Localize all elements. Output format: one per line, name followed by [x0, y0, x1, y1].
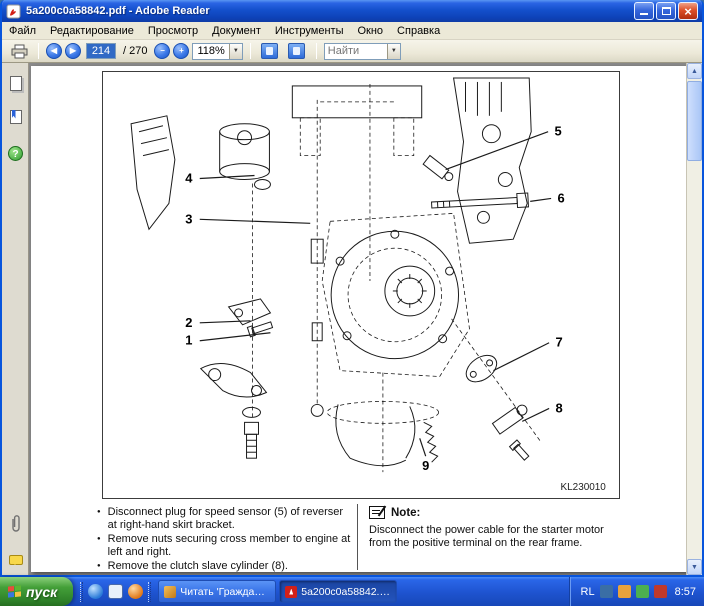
zoom-out-button[interactable]: − [154, 43, 171, 59]
toolbar-drag-handle[interactable] [148, 581, 152, 602]
page-number-input[interactable]: 214 [86, 43, 116, 59]
single-page-view-button[interactable] [258, 41, 282, 61]
book-app-icon [164, 585, 177, 598]
quick-launch-bar [73, 581, 158, 602]
single-page-icon [261, 43, 279, 59]
taskbar-task-reader[interactable]: Читать 'Гражданск... [158, 580, 277, 603]
comment-bubble-icon [8, 554, 23, 565]
pdf-page: 1 2 3 4 5 6 7 8 9 KL230010 Disconnect pl… [31, 66, 689, 572]
next-page-button[interactable]: ▶ [65, 43, 81, 59]
tray-icon[interactable] [635, 585, 649, 598]
pdf-app-icon [285, 585, 298, 598]
minimize-button[interactable] [634, 2, 654, 20]
callout-label: 1 [185, 333, 192, 348]
note-text: Disconnect the power cable for the start… [369, 524, 604, 549]
toolbar: ◀ ▶ 214 / 270 − + 118% ▼ ▼ [2, 40, 702, 63]
chevron-down-icon[interactable]: ▼ [228, 43, 242, 59]
bookmark-icon [9, 109, 22, 124]
close-button[interactable]: × [678, 2, 698, 20]
callout-label: 7 [555, 335, 562, 350]
note-label: Note: [391, 506, 421, 519]
toolbar-separator [38, 43, 39, 59]
menu-help[interactable]: Справка [397, 24, 441, 37]
instruction-item: Remove nuts securing cross member to eng… [97, 533, 351, 558]
taskbar: пуск Читать 'Гражданск... 5a200c0a58842.… [0, 577, 704, 606]
menu-window[interactable]: Окно [357, 24, 384, 37]
previous-page-button[interactable]: ◀ [46, 43, 62, 59]
menu-tools[interactable]: Инструменты [274, 24, 344, 37]
pages-icon [9, 76, 22, 91]
language-indicator[interactable]: RL [580, 585, 595, 598]
zoom-level-select[interactable]: 118% ▼ [192, 42, 243, 60]
toolbar-separator [315, 43, 317, 59]
callout-label: 3 [185, 211, 192, 226]
toolbar-drag-handle[interactable] [80, 581, 84, 602]
quick-launch-player-icon[interactable] [128, 584, 144, 599]
callout-label: 5 [554, 124, 561, 139]
help-button[interactable]: ? [7, 145, 24, 162]
quick-launch-browser-icon[interactable] [88, 584, 104, 599]
adobe-reader-icon [6, 4, 21, 19]
attachments-panel-button[interactable] [7, 514, 24, 532]
scroll-up-button[interactable]: ▲ [687, 63, 702, 79]
clock: 8:57 [674, 585, 696, 598]
navigation-panel: ? [2, 63, 29, 575]
note-icon [369, 506, 385, 519]
find-options-dropdown[interactable]: ▼ [386, 43, 400, 59]
bookmarks-panel-button[interactable] [7, 108, 24, 125]
print-button[interactable] [7, 41, 31, 61]
find-input[interactable] [324, 44, 383, 58]
start-button[interactable]: пуск [0, 577, 74, 606]
callout-label: 2 [185, 315, 192, 330]
menu-file[interactable]: Файл [9, 24, 37, 37]
window-title: 5a200c0a58842.pdf - Adobe Reader [26, 5, 210, 17]
document-area: ? [2, 63, 702, 575]
pages-panel-button[interactable] [7, 75, 24, 92]
zoom-level-value: 118% [197, 45, 225, 57]
minimize-icon [640, 7, 648, 15]
find-box: ▼ [323, 42, 401, 60]
continuous-scroll-icon [288, 43, 306, 59]
adobe-reader-window: 5a200c0a58842.pdf - Adobe Reader × Файл … [0, 0, 704, 577]
instruction-item: Remove the clutch slave cylinder (8). [97, 560, 351, 572]
instruction-item: Disconnect plug for speed sensor (5) of … [97, 506, 351, 531]
paperclip-icon [11, 514, 20, 532]
scrollbar-thumb[interactable] [687, 81, 702, 161]
figure-frame: 1 2 3 4 5 6 7 8 9 KL230010 [102, 71, 620, 499]
callout-label: 4 [185, 170, 193, 185]
exploded-transmission-diagram: 1 2 3 4 5 6 7 8 9 KL230010 [130, 77, 607, 493]
title-bar[interactable]: 5a200c0a58842.pdf - Adobe Reader × [2, 0, 702, 22]
scroll-down-button[interactable]: ▼ [687, 559, 702, 575]
toolbar-separator [249, 43, 251, 59]
vertical-scrollbar[interactable]: ▲ ▼ [686, 63, 702, 575]
start-label: пуск [26, 583, 58, 600]
column-divider [357, 504, 358, 570]
menu-view[interactable]: Просмотр [147, 24, 199, 37]
tray-icon[interactable] [653, 585, 667, 598]
maximize-icon [661, 7, 671, 15]
menu-edit[interactable]: Редактирование [50, 24, 134, 37]
comments-panel-button[interactable] [7, 551, 24, 568]
page-count-label: / 270 [123, 45, 148, 57]
menu-document[interactable]: Документ [212, 24, 261, 37]
windows-logo-icon [8, 585, 21, 598]
continuous-view-button[interactable] [285, 41, 309, 61]
close-icon: × [684, 3, 692, 19]
figure-code: KL230010 [561, 482, 607, 493]
maximize-button[interactable] [656, 2, 676, 20]
system-tray: RL 8:57 [569, 577, 704, 606]
taskbar-task-pdf[interactable]: 5a200c0a58842.pdf -... [279, 580, 398, 603]
callout-label: 6 [557, 190, 564, 205]
menu-bar: Файл Редактирование Просмотр Документ Ин… [2, 22, 702, 40]
instruction-list: Disconnect plug for speed sensor (5) of … [97, 506, 351, 572]
help-question-icon: ? [8, 146, 23, 161]
tray-icon[interactable] [599, 585, 613, 598]
callout-label: 9 [422, 458, 429, 473]
note-block: Note: Disconnect the power cable for the… [369, 506, 621, 550]
quick-launch-show-desktop-icon[interactable] [108, 584, 124, 599]
callout-label: 8 [555, 400, 562, 415]
printer-icon [11, 44, 27, 58]
tray-icon[interactable] [617, 585, 631, 598]
zoom-in-button[interactable]: + [173, 43, 190, 59]
